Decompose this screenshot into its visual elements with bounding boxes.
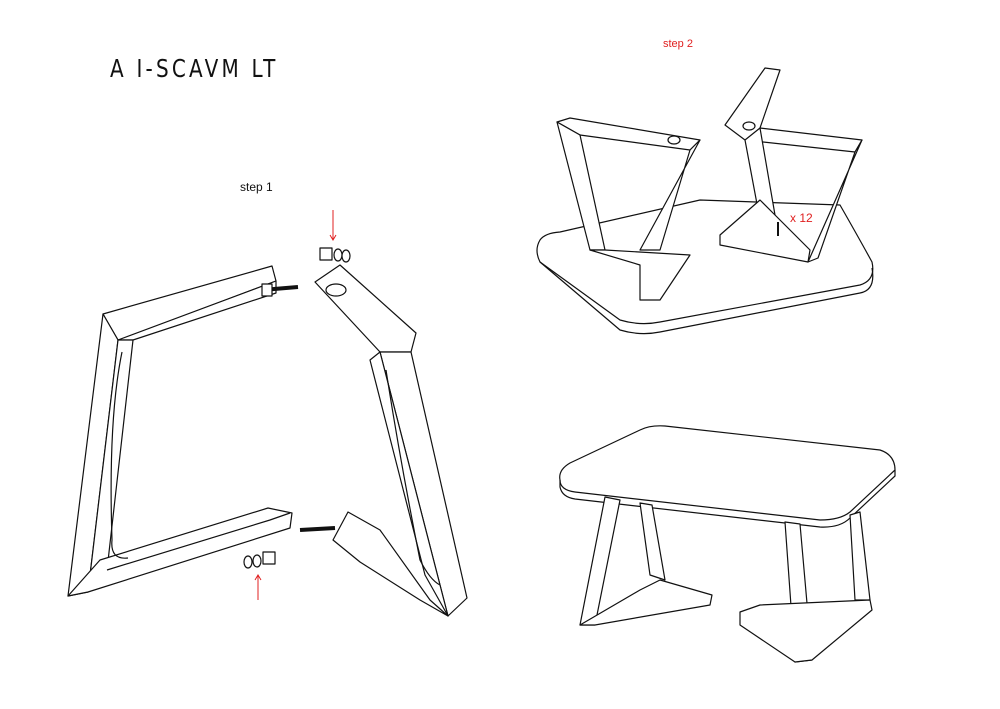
step1-left-leg-part <box>67 265 299 597</box>
brand-title: A I-SCAVM LT <box>110 54 279 83</box>
screw-count-label: x 12 <box>790 211 813 225</box>
step2-leg-left <box>556 117 701 301</box>
step-2-label: step 2 <box>663 38 693 50</box>
step1-right-leg-part <box>299 264 468 617</box>
step2-leg-right <box>719 67 863 263</box>
assembled-table <box>559 425 896 663</box>
step-1-label: step 1 <box>240 180 273 194</box>
step1-hardware <box>243 210 351 600</box>
